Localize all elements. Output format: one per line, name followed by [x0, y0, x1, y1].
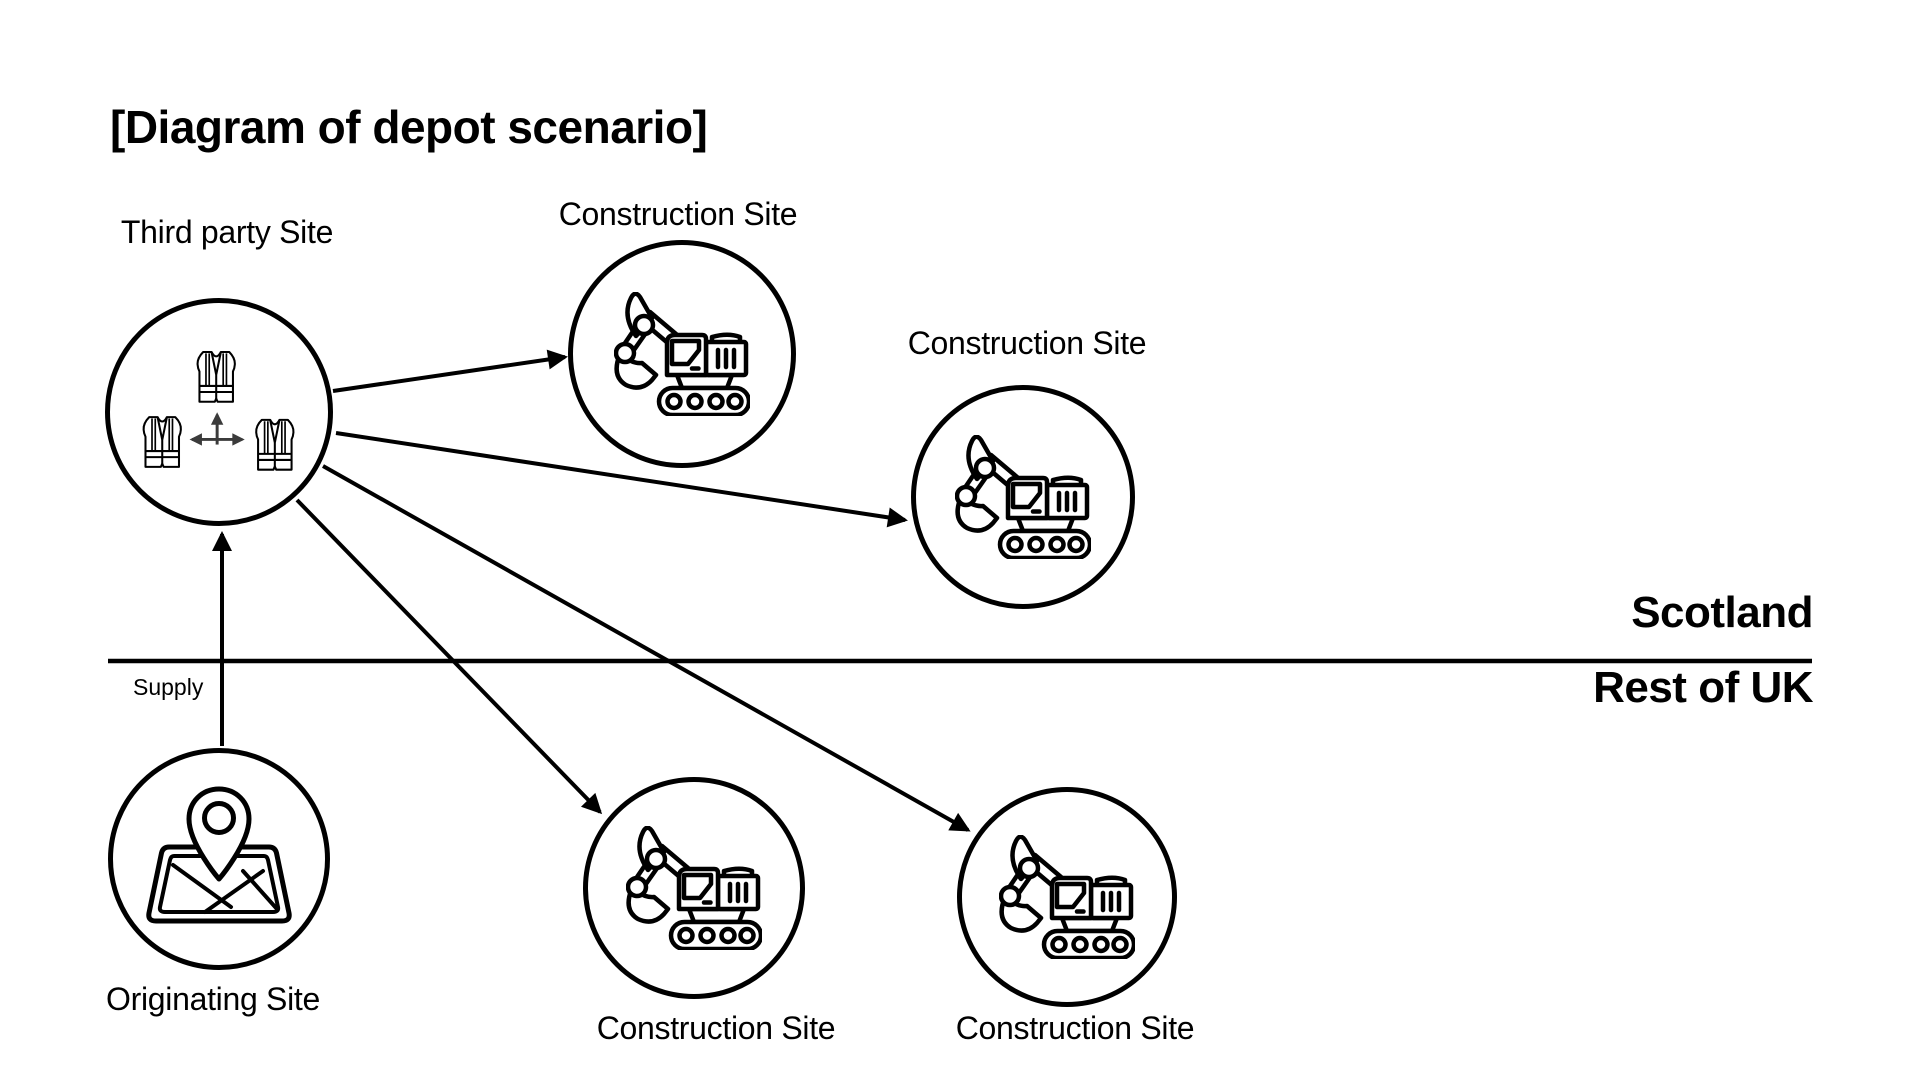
node-label-third-party: Third party Site [120, 214, 334, 250]
region-label-scotland: Scotland [1631, 588, 1813, 637]
safety-vests-icon [142, 350, 295, 471]
node-label-construction-top: Construction Site [558, 196, 798, 232]
distribution-arrow-to-top-construction [332, 349, 568, 393]
excavator-icon [614, 292, 750, 416]
node-circle-third-party [105, 298, 333, 526]
node-label-construction-right: Construction Site [907, 325, 1147, 361]
node-label-construction-bottom-right: Construction Site [955, 1010, 1195, 1046]
excavator-icon [626, 826, 762, 950]
node-circle-construction-right [911, 385, 1135, 609]
node-circle-originating [108, 748, 330, 970]
distribution-arrow-to-bottom-left-construction [295, 498, 603, 815]
node-circle-construction-bottom-left [583, 777, 805, 999]
map-location-pin-icon [139, 785, 299, 933]
excavator-icon [955, 435, 1091, 559]
distribution-arrow-to-bottom-right-construction [322, 464, 971, 832]
distribution-arrow-to-right-construction [335, 431, 908, 528]
node-circle-construction-top [568, 240, 796, 468]
excavator-icon [999, 835, 1135, 959]
supply-edge-label: Supply [133, 674, 204, 700]
node-label-construction-bottom-left: Construction Site [596, 1010, 836, 1046]
region-label-rest-of-uk: Rest of UK [1593, 663, 1813, 712]
diagram-title: [Diagram of depot scenario] [110, 101, 708, 153]
node-label-originating: Originating Site [106, 981, 320, 1017]
node-circle-construction-bottom-right [957, 787, 1177, 1007]
